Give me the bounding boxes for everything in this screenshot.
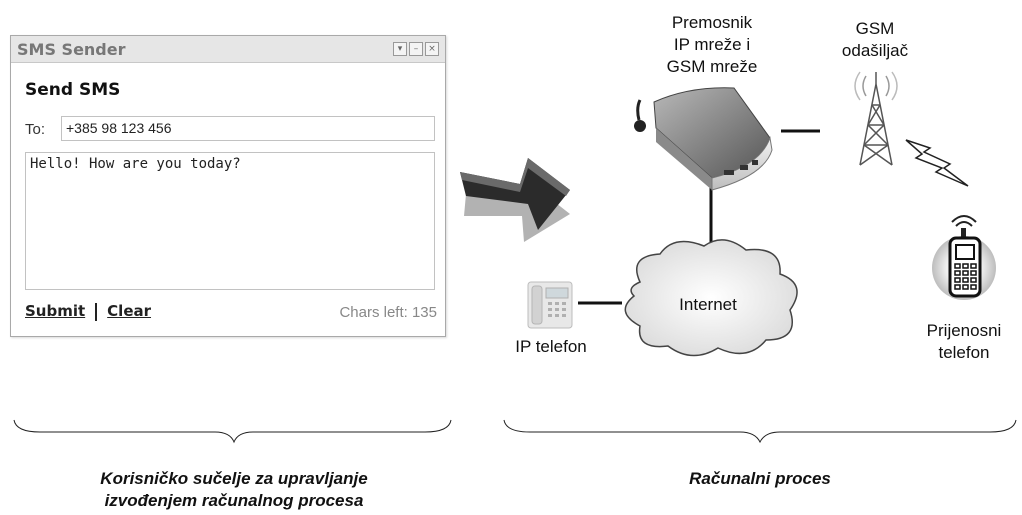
gsm-transmitter-label: GSM odašiljač bbox=[820, 18, 930, 62]
internet-cloud-icon bbox=[624, 239, 798, 357]
gateway-label-line3: GSM mreže bbox=[666, 57, 758, 76]
clear-link[interactable]: Clear bbox=[107, 302, 152, 320]
left-caption: Korisničko sučelje za upravljanje izvođe… bbox=[24, 468, 444, 512]
mobile-phone-label: Prijenosni telefon bbox=[912, 320, 1016, 364]
gsm-tower-icon bbox=[854, 71, 898, 166]
to-label: To: bbox=[25, 121, 46, 138]
gateway-device-icon bbox=[634, 87, 773, 191]
to-phone-input[interactable]: +385 98 123 456 bbox=[61, 116, 435, 141]
left-caption-line1: Korisničko sučelje za upravljanje bbox=[100, 469, 368, 488]
widget-titlebar: SMS Sender ▾ – × bbox=[11, 36, 445, 63]
ip-phone-icon bbox=[527, 281, 573, 329]
gsm-label-line1: GSM bbox=[855, 19, 895, 38]
gateway-label-line1: Premosnik bbox=[671, 13, 753, 32]
widget-actions: Submit Clear bbox=[25, 302, 151, 321]
window-controls: ▾ – × bbox=[393, 42, 439, 56]
sms-sender-widget: SMS Sender ▾ – × Send SMS To: +385 98 12… bbox=[10, 35, 446, 337]
message-textarea[interactable]: Hello! How are you today? bbox=[25, 152, 435, 290]
mobile-label-line2: telefon bbox=[938, 343, 990, 362]
right-caption: Računalni proces bbox=[689, 469, 831, 488]
gsm-label-line2: odašiljač bbox=[841, 41, 909, 60]
minimize-icon[interactable]: – bbox=[409, 42, 423, 56]
left-caption-line2: izvođenjem računalnog procesa bbox=[104, 491, 364, 510]
widget-title: SMS Sender bbox=[17, 40, 126, 59]
send-sms-heading: Send SMS bbox=[25, 80, 121, 100]
mobile-phone-icon bbox=[932, 215, 996, 300]
ip-phone-label: IP telefon bbox=[515, 337, 587, 356]
submit-link[interactable]: Submit bbox=[25, 302, 86, 320]
internet-label: Internet bbox=[679, 295, 737, 314]
dropdown-icon[interactable]: ▾ bbox=[393, 42, 407, 56]
close-icon[interactable]: × bbox=[425, 42, 439, 56]
lightning-icon bbox=[905, 139, 969, 187]
left-brace bbox=[13, 419, 452, 444]
mobile-label-line1: Prijenosni bbox=[926, 321, 1002, 340]
divider bbox=[95, 302, 98, 321]
chars-left-counter: Chars left: 135 bbox=[339, 304, 437, 321]
gateway-label-line2: IP mreže i bbox=[673, 35, 751, 54]
right-brace bbox=[503, 419, 1017, 444]
flow-arrow-icon bbox=[460, 158, 570, 242]
gateway-label: Premosnik IP mreže i GSM mreže bbox=[640, 12, 784, 78]
